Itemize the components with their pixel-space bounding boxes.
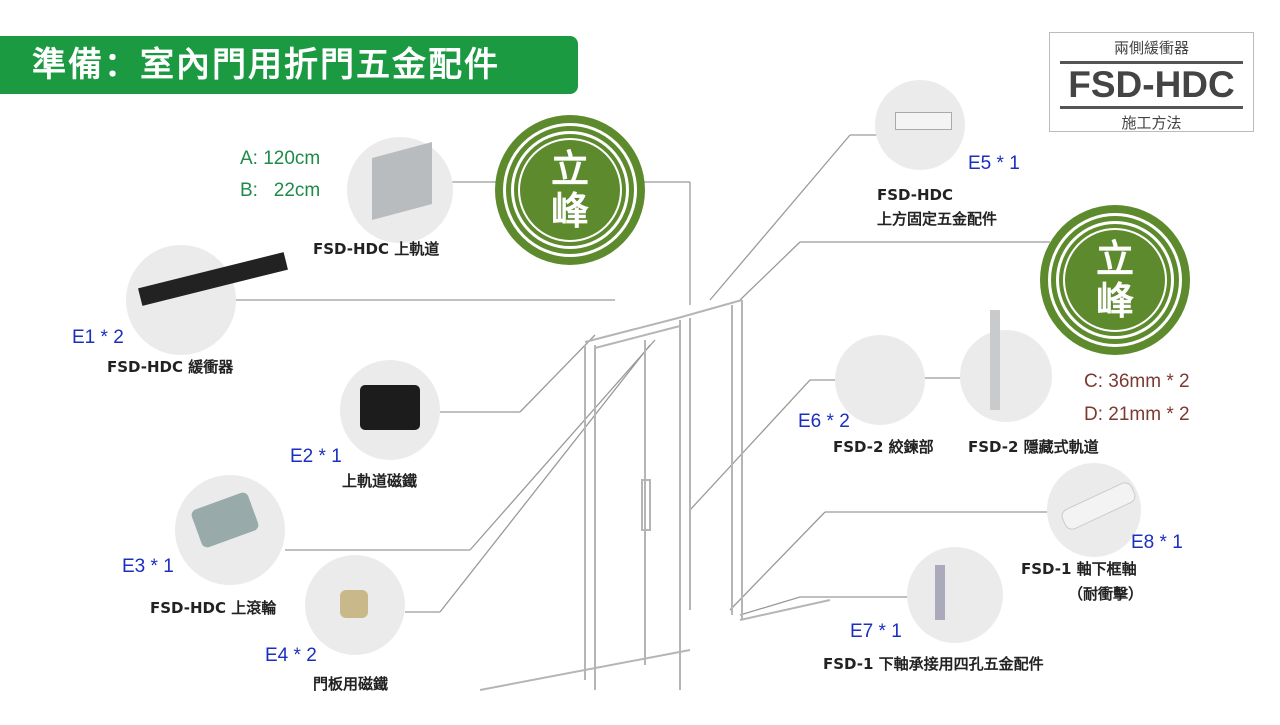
- e3-label: FSD-HDC 上滾輪: [150, 599, 277, 617]
- e6-qty: E6 * 2: [798, 411, 850, 432]
- brand-bottom: 施工方法: [1121, 114, 1182, 132]
- e5-label-1: FSD-HDC: [877, 186, 954, 204]
- stamp-logo: 立峰: [495, 115, 645, 265]
- e8-label-1: FSD-1 軸下框軸: [1021, 560, 1137, 578]
- e4-qty: E4 * 2: [265, 645, 317, 666]
- e5-qty: E5 * 1: [968, 153, 1020, 174]
- e1-label: FSD-HDC 緩衝器: [107, 358, 234, 376]
- hidden-rail-label: FSD-2 隱藏式軌道: [968, 438, 1099, 456]
- e2-magnet-glyph: [360, 385, 420, 430]
- e4-label: 門板用磁鐵: [313, 675, 389, 693]
- dim-b: B: 22cm: [240, 180, 321, 201]
- e7-bracket-image: [907, 547, 1003, 643]
- stamp-logo: 立峰: [1040, 205, 1190, 355]
- dim-d: D: 21mm * 2: [1084, 404, 1190, 425]
- e2-label: 上軌道磁鐵: [342, 472, 418, 490]
- e2-qty: E2 * 1: [290, 446, 342, 467]
- e5-fixing-glyph: [895, 112, 952, 130]
- hidden-rail-image: [960, 330, 1052, 422]
- e8-label-2: （耐衝擊）: [1068, 585, 1144, 603]
- top-rail-label: FSD-HDC 上軌道: [313, 240, 440, 258]
- stamp-char: 立: [1095, 236, 1134, 281]
- e8-qty: E8 * 1: [1131, 532, 1183, 553]
- e7-label: FSD-1 下軸承接用四孔五金配件: [823, 655, 1044, 673]
- dim-c: C: 36mm * 2: [1084, 371, 1190, 392]
- e6-hinge-image: [835, 335, 925, 425]
- stamp-char: 峰: [550, 188, 589, 233]
- stamp-char: 立: [550, 146, 589, 191]
- e3-qty: E3 * 1: [122, 556, 174, 577]
- stamp-char: 峰: [1095, 278, 1134, 323]
- title-banner: 準備：室內門用折門五金配件: [0, 36, 578, 94]
- dim-a: A: 120cm: [240, 148, 321, 169]
- brand-top: 兩側緩衝器: [1113, 39, 1189, 57]
- hidden-rail-glyph: [990, 310, 1000, 410]
- e1-qty: E1 * 2: [72, 327, 124, 348]
- e4-magnet-glyph: [340, 590, 368, 618]
- e7-qty: E7 * 1: [850, 621, 902, 642]
- e6-label: FSD-2 絞鍊部: [833, 438, 934, 456]
- brand-main: FSD-HDC: [1060, 61, 1243, 109]
- e5-label-2: 上方固定五金配件: [877, 210, 998, 228]
- brand-logo: 兩側緩衝器 FSD-HDC 施工方法: [1049, 32, 1254, 132]
- e7-bracket-glyph: [935, 565, 945, 620]
